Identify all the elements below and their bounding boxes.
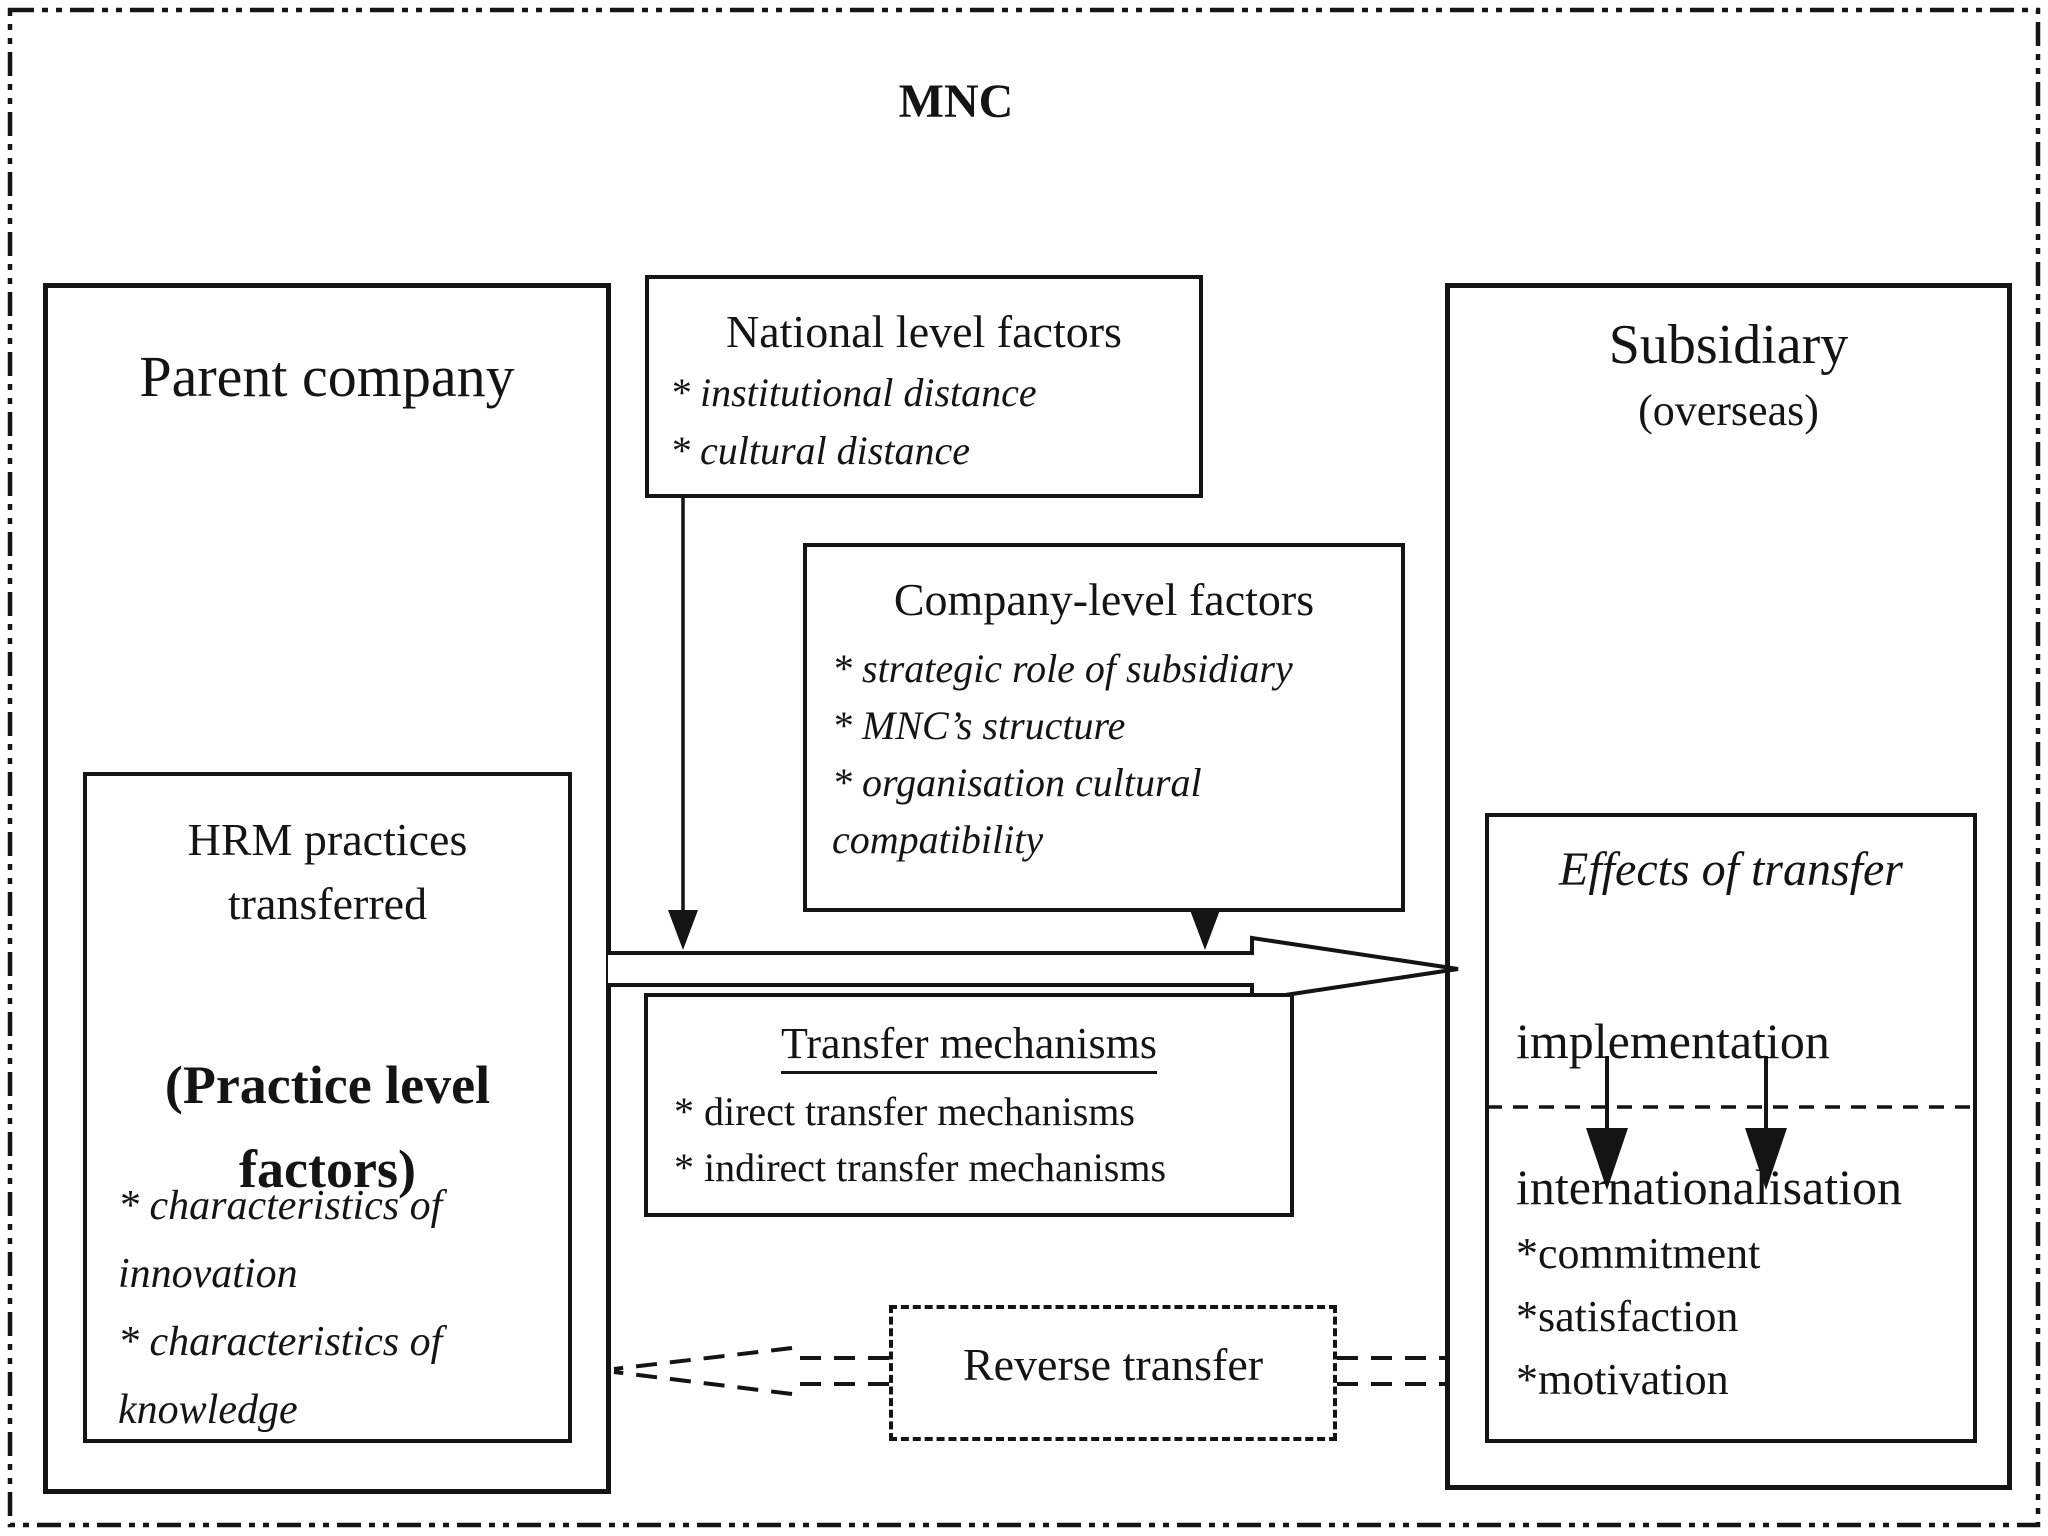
hrm-title-line1: HRM practices	[187, 814, 468, 865]
effects-stage-implementation: implementation	[1516, 1013, 1830, 1069]
effects-stage-internationalisation: internationalisation	[1516, 1159, 1903, 1215]
subsidiary-title: Subsidiary	[1608, 314, 1849, 376]
hrm-bullets: * characteristics of innovation * charac…	[118, 1172, 558, 1444]
national-bullet1: * institutional distance	[670, 370, 1037, 415]
transfer-bullet1: * direct transfer mechanisms	[674, 1089, 1135, 1134]
transfer-bullet2: * indirect transfer mechanisms	[674, 1145, 1167, 1190]
hrm-bullet1-line2: innovation	[118, 1251, 298, 1297]
transfer-mechanisms-title: Transfer mechanisms	[654, 1018, 1284, 1074]
transfer-mechanisms-title-text: Transfer mechanisms	[781, 1018, 1157, 1074]
reverse-arrow-head-lower	[613, 1370, 793, 1396]
main-transfer-arrow	[608, 935, 1459, 1003]
company-bullet1: * strategic role of subsidiary	[832, 646, 1293, 691]
reverse-arrow-head-upper	[613, 1346, 793, 1371]
national-factors-bullets: * institutional distance * cultural dist…	[670, 364, 1190, 480]
subsidiary-subtitle: (overseas)	[1638, 386, 1819, 435]
company-bullet2: * MNC’s structure	[832, 703, 1126, 748]
practice-level-line1: (Practice level	[164, 1055, 491, 1115]
hrm-title: HRM practices transferred	[93, 808, 562, 936]
company-bullet3-line1: * organisation cultural	[832, 760, 1202, 805]
subsidiary-title-block: Subsidiary (overseas)	[1455, 312, 2002, 444]
effects-bullet1: *commitment	[1516, 1229, 1761, 1278]
company-arrow-head	[1190, 910, 1220, 950]
effects-bullet2: *satisfaction	[1516, 1292, 1739, 1341]
company-factors-bullets: * strategic role of subsidiary * MNC’s s…	[832, 640, 1392, 868]
hrm-title-line2: transferred	[227, 878, 428, 929]
national-bullet2: * cultural distance	[670, 428, 970, 473]
mnc-title: MNC	[898, 75, 1014, 128]
national-factors-title: National level factors	[726, 306, 1122, 357]
reverse-transfer-label: Reverse transfer	[962, 1339, 1264, 1390]
effects-of-transfer-title: Effects of transfer	[1559, 843, 1903, 896]
effects-bullet3: *motivation	[1516, 1355, 1729, 1404]
effects-bullets: *commitment *satisfaction *motivation	[1516, 1222, 1966, 1411]
transfer-mechanisms-bullets: * direct transfer mechanisms * indirect …	[674, 1084, 1274, 1196]
hrm-bullet2-line1: * characteristics of	[118, 1319, 443, 1365]
hrm-bullet1-line1: * characteristics of	[118, 1183, 443, 1229]
company-bullet3-line2: compatibility	[832, 817, 1044, 862]
hrm-bullet2-line2: knowledge	[118, 1387, 298, 1433]
parent-company-title: Parent company	[139, 344, 515, 409]
national-arrow-head	[668, 910, 698, 950]
company-factors-title: Company-level factors	[893, 574, 1315, 625]
